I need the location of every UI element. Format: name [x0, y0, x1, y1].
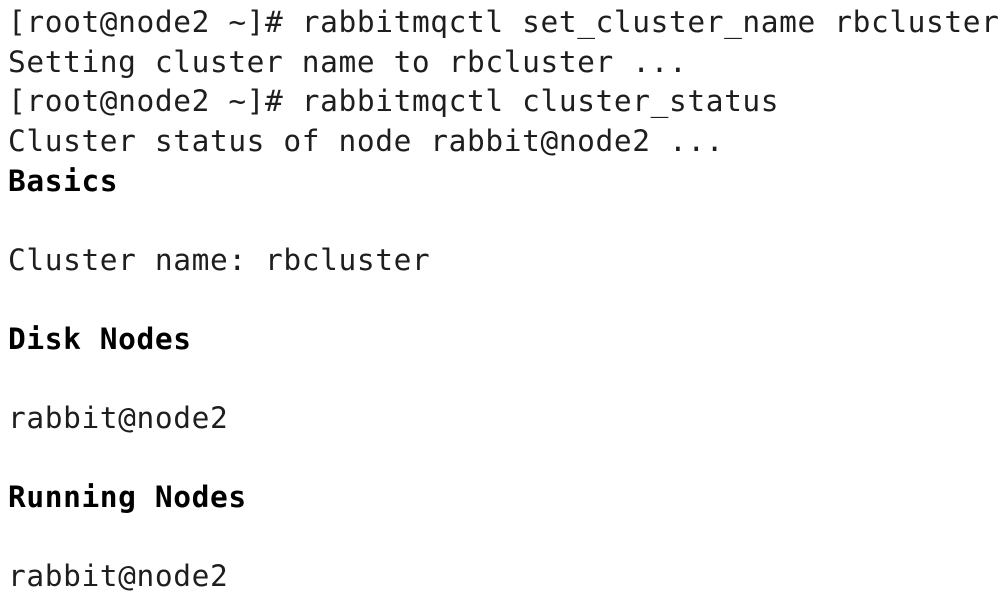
output-cluster-name: Cluster name: rbcluster: [8, 243, 431, 277]
disk-node-entry: rabbit@node2: [8, 401, 229, 435]
section-heading-disk-nodes: Disk Nodes: [8, 322, 192, 356]
section-heading-running-nodes: Running Nodes: [8, 480, 247, 514]
section-heading-basics: Basics: [8, 164, 119, 198]
output-setting-cluster-name: Setting cluster name to rbcluster ...: [8, 45, 688, 79]
command-text: rabbitmqctl set_cluster_name rbcluster: [301, 5, 1000, 39]
command-line-set-cluster-name: [root@node2 ~]# rabbitmqctl set_cluster_…: [8, 2, 999, 42]
shell-prompt: [root@node2 ~]#: [8, 84, 302, 118]
command-text: rabbitmqctl cluster_status: [301, 84, 780, 118]
shell-prompt: [root@node2 ~]#: [8, 5, 302, 39]
command-line-cluster-status: [root@node2 ~]# rabbitmqctl cluster_stat…: [8, 81, 779, 121]
output-cluster-status-header: Cluster status of node rabbit@node2 ...: [8, 124, 725, 158]
running-node-entry: rabbit@node2: [8, 559, 229, 593]
